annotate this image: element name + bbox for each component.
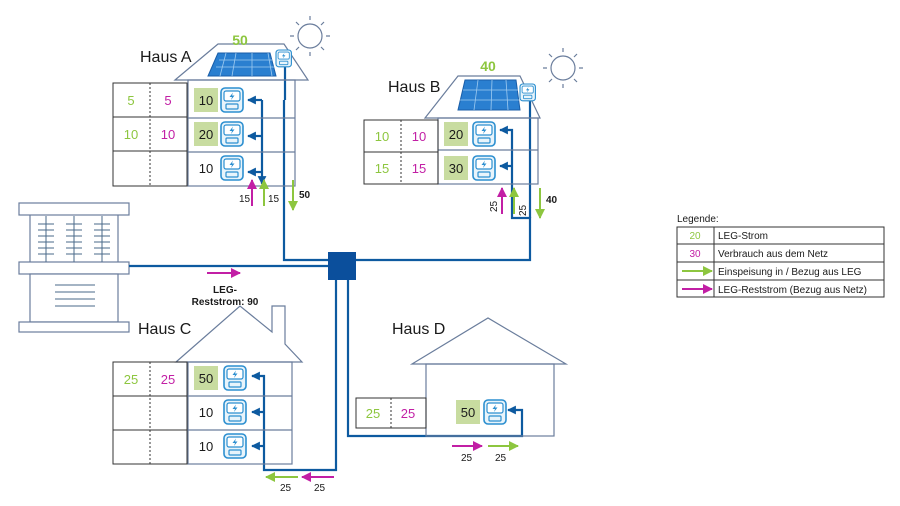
house-b-flow-right: 25 [518, 204, 529, 216]
house-a-meter1-value: 10 [199, 93, 213, 108]
house-c-name: Haus C [138, 321, 191, 338]
house-b-solar-value: 40 [480, 58, 496, 74]
smart-meter-icon [472, 121, 496, 147]
house-a-grid-row2: 10 [161, 127, 175, 142]
sun-icon [543, 48, 583, 88]
grid-label-line2: Reststrom: 90 [192, 297, 259, 308]
house-a-leg-row2: 10 [124, 127, 138, 142]
house-a-meter3-value: 10 [199, 161, 213, 176]
house-a-flow-right: 15 [268, 194, 280, 205]
legend-title: Legende: [677, 214, 719, 225]
legend: Legende: 20 LEG-Strom 30 Verbrauch aus d… [676, 214, 885, 298]
smart-meter-icon [220, 121, 244, 147]
house-a-flow-left: 15 [239, 194, 251, 205]
smart-meter-icon [223, 399, 247, 425]
house-b-flow-out: 40 [546, 195, 558, 206]
house-b-leg-row2: 15 [375, 161, 389, 176]
house-a-solar-value: 50 [232, 32, 248, 48]
house-a-flow-out: 50 [299, 190, 311, 201]
smart-meter-icon [472, 155, 496, 181]
solar-panel-icon [457, 79, 521, 111]
house-b-name: Haus B [388, 79, 440, 96]
smart-meter-icon [483, 399, 507, 425]
house-c-flow-magenta: 25 [314, 483, 326, 494]
legend-text-leg: LEG-Strom [718, 231, 768, 242]
house-c-grid-row1: 25 [161, 372, 175, 387]
junction-box-icon [328, 252, 356, 280]
house-d-meter1-value: 50 [461, 405, 475, 420]
house-b-meter1-value: 20 [449, 127, 463, 142]
smart-meter-icon [519, 83, 536, 102]
house-d-name: Haus D [392, 321, 445, 338]
transformer-icon [18, 202, 130, 333]
house-a-leg-row1: 5 [127, 93, 134, 108]
legend-key-leg: 20 [689, 231, 701, 242]
house-b-grid-row2: 15 [412, 161, 426, 176]
smart-meter-icon [220, 155, 244, 181]
grid-label-line1: LEG- [213, 285, 237, 296]
solar-panel-icon [207, 52, 277, 77]
house-d-flow-magenta: 25 [461, 453, 473, 464]
house-d: Haus D 25 25 50 25 25 [355, 317, 569, 464]
house-a-grid-row1: 5 [164, 93, 171, 108]
house-c: Haus C 25 25 50 10 10 25 25 [112, 305, 334, 494]
smart-meter-icon [223, 433, 247, 459]
house-b-grid-row1: 10 [412, 129, 426, 144]
house-c-meter2-value: 10 [199, 405, 213, 420]
house-c-flow-green: 25 [280, 483, 292, 494]
house-c-meter1-value: 50 [199, 371, 213, 386]
house-d-flow-green: 25 [495, 453, 507, 464]
smart-meter-icon [220, 87, 244, 113]
house-a-meter2-value: 20 [199, 127, 213, 142]
house-c-leg-row1: 25 [124, 372, 138, 387]
legend-text-rest: LEG-Reststrom (Bezug aus Netz) [718, 285, 867, 296]
sun-icon [290, 16, 330, 56]
smart-meter-icon [275, 49, 292, 68]
house-b: Haus B 40 10 10 15 15 20 30 25 [363, 48, 583, 219]
smart-meter-icon [223, 365, 247, 391]
legend-text-grid: Verbrauch aus dem Netz [718, 249, 828, 260]
house-b-flow-left: 25 [489, 200, 500, 212]
house-a: Haus A 50 5 5 10 10 10 20 10 [112, 16, 330, 211]
house-a-name: Haus A [140, 49, 192, 66]
house-d-leg-row1: 25 [366, 406, 380, 421]
house-c-meter3-value: 10 [199, 439, 213, 454]
legend-text-feed: Einspeisung in / Bezug aus LEG [718, 267, 862, 278]
house-d-grid-row1: 25 [401, 406, 415, 421]
house-b-meter2-value: 30 [449, 161, 463, 176]
house-b-leg-row1: 10 [375, 129, 389, 144]
legend-key-grid: 30 [689, 249, 701, 260]
